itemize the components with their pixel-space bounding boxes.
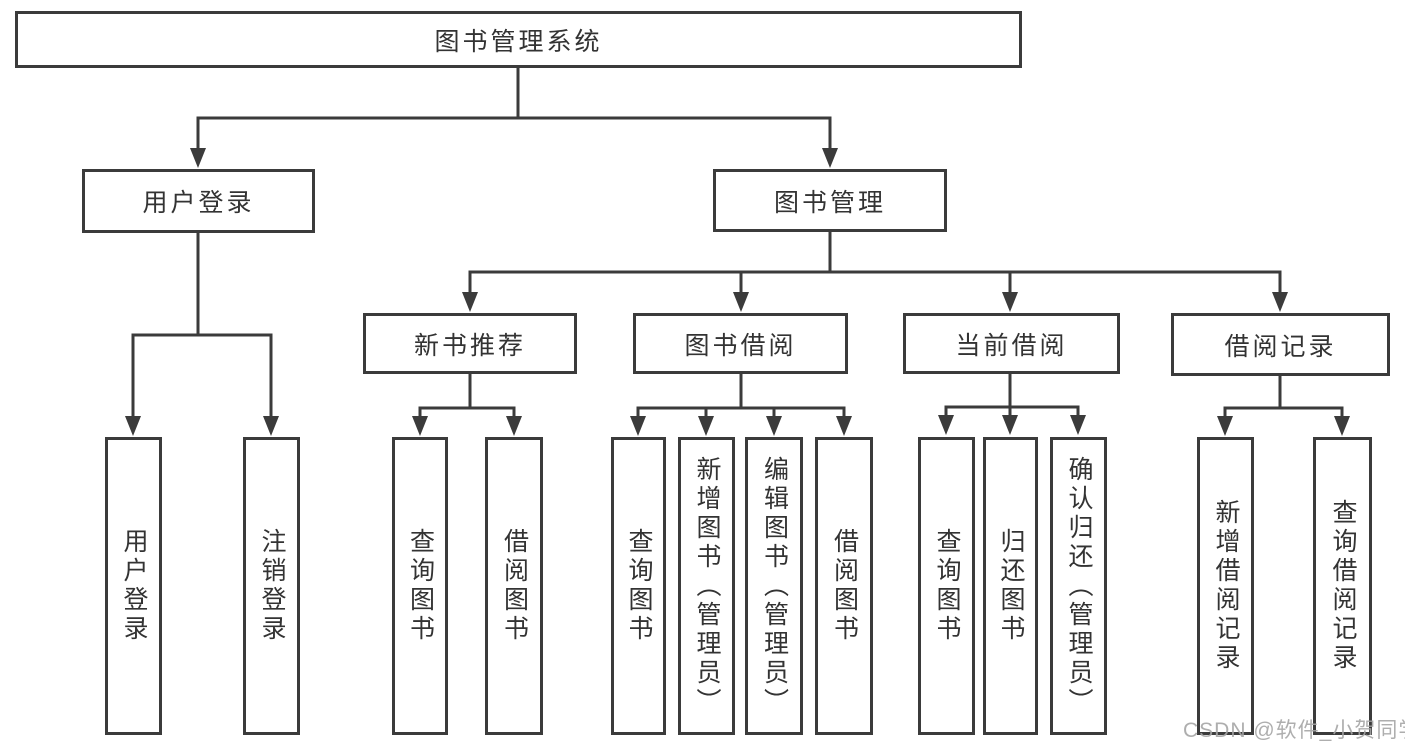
- node-book-borrowing: 图书借阅: [633, 313, 848, 374]
- node-book-management: 图书管理: [713, 169, 947, 232]
- node-label: 新增借阅记录: [1212, 499, 1240, 673]
- connector-book-borrowing-to-leaves: [630, 374, 852, 436]
- node-label: 归还图书: [997, 528, 1025, 644]
- node-borrowing-records: 借阅记录: [1171, 313, 1390, 376]
- node-label: 借阅图书: [830, 528, 859, 644]
- connector-user-login-to-leaves: [125, 233, 279, 436]
- node-leaf-borrow-books-borrowing: 借阅图书: [815, 437, 873, 735]
- node-current-borrowing: 当前借阅: [903, 313, 1120, 374]
- node-root: 图书管理系统: [15, 11, 1022, 68]
- node-new-book-recommendation: 新书推荐: [363, 313, 577, 374]
- connector-borrowing-records-to-leaves: [1217, 376, 1350, 436]
- node-leaf-borrow-books-recommend: 借阅图书: [485, 437, 543, 735]
- node-label: 查询借阅记录: [1329, 499, 1357, 673]
- node-label: 当前借阅: [955, 331, 1068, 360]
- node-leaf-query-books-current: 查询图书: [918, 437, 975, 735]
- node-label: 查询图书: [406, 528, 435, 644]
- node-label: 注销登录: [258, 528, 286, 644]
- node-leaf-confirm-return-admin: 确认归还（管理员）: [1050, 437, 1107, 735]
- node-leaf-edit-books-admin: 编辑图书（管理员）: [745, 437, 803, 735]
- node-user-login: 用户登录: [82, 169, 315, 233]
- node-label: 图书管理系统: [434, 27, 603, 56]
- node-label: 查询图书: [625, 528, 653, 644]
- node-leaf-return-books: 归还图书: [983, 437, 1038, 735]
- node-label: 图书借阅: [684, 331, 797, 360]
- connector-book-management-to-level3: [462, 232, 1288, 312]
- node-leaf-query-borrow-record: 查询借阅记录: [1313, 437, 1372, 735]
- node-label: 查询图书: [933, 528, 961, 644]
- node-label: 借阅记录: [1224, 332, 1337, 361]
- node-label: 借阅图书: [500, 528, 529, 644]
- node-leaf-add-books-admin: 新增图书（管理员）: [678, 437, 735, 735]
- node-label: 图书管理: [773, 188, 886, 217]
- node-label: 新书推荐: [413, 331, 526, 360]
- connector-root-to-level2: [190, 68, 838, 168]
- node-leaf-user-login: 用户登录: [105, 437, 162, 735]
- node-label: 用户登录: [142, 189, 255, 217]
- connector-new-book-recommendation-to-leaves: [412, 374, 522, 436]
- node-leaf-query-books-recommend: 查询图书: [392, 437, 448, 735]
- node-label: 新增图书（管理员）: [693, 455, 721, 717]
- node-leaf-logout: 注销登录: [243, 437, 300, 735]
- node-label: 确认归还（管理员）: [1065, 455, 1093, 717]
- csdn-watermark: CSDN @软件_小贺同学: [1183, 719, 1405, 742]
- node-label: 编辑图书（管理员）: [760, 455, 789, 717]
- node-leaf-add-borrow-record: 新增借阅记录: [1197, 437, 1254, 735]
- connector-current-borrowing-to-leaves: [938, 374, 1086, 435]
- node-leaf-query-books-borrowing: 查询图书: [611, 437, 666, 735]
- node-label: 用户登录: [120, 528, 148, 644]
